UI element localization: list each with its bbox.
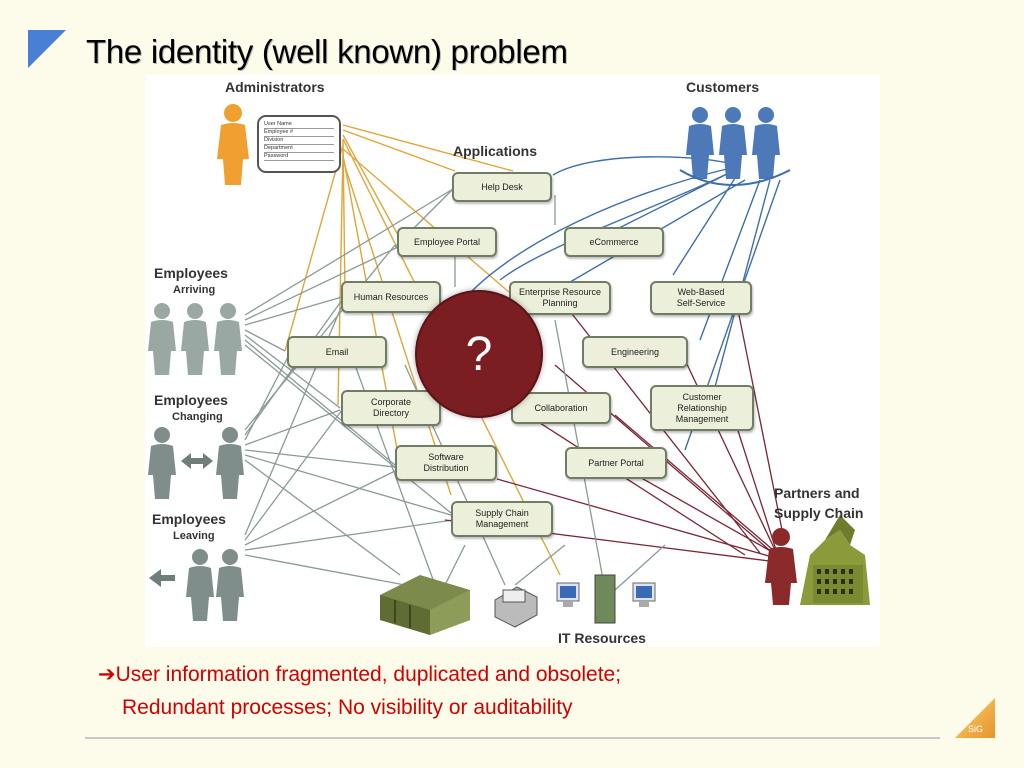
identity-diagram: Administrators Customers Applications Em…: [145, 75, 880, 647]
app-human-resources: Human Resources: [341, 281, 441, 313]
it-resources-label: IT Resources: [558, 630, 646, 646]
scm-line: Supply Chain: [475, 508, 529, 518]
arriving-sublabel: Arriving: [173, 284, 216, 296]
app-customer-relationship-management: Customer Relationship Management: [650, 385, 754, 431]
customer-figures-icon: [679, 107, 791, 187]
app-email: Email: [287, 336, 387, 368]
arrow-icon: ➔: [98, 663, 116, 686]
web-self-line: Web-Based: [677, 287, 725, 297]
erp-line: Enterprise Resource: [518, 287, 602, 297]
changing-sublabel: Changing: [172, 411, 223, 423]
scm-line: Management: [475, 519, 529, 529]
partner-figure-icon: [765, 528, 797, 605]
employees-changing-figures-icon: [148, 427, 244, 499]
administrator-figure-icon: [217, 104, 249, 185]
app-web-self-service: Web-Based Self-Service: [650, 281, 752, 315]
sig-logo-icon: [955, 698, 995, 738]
supply-chain-label: Supply Chain: [774, 505, 864, 521]
app-supply-chain-management: Supply Chain Management: [451, 501, 553, 537]
crm-line: Management: [675, 413, 729, 424]
summary-line-2: Redundant processes; No visibility or au…: [122, 696, 573, 719]
customers-label: Customers: [686, 79, 760, 95]
app-partner-portal: Partner Portal: [565, 447, 667, 479]
admin-card-field: Employee #: [264, 129, 334, 137]
connection-lines: [148, 104, 870, 635]
corp-dir-line: Directory: [372, 408, 409, 418]
admin-credentials-card: User Name Employee # Division Department…: [257, 115, 341, 173]
employees-arriving-label: Employees: [154, 265, 228, 281]
app-help-desk: Help Desk: [452, 172, 552, 202]
erp-line: Planning: [542, 298, 578, 308]
crm-line: Customer: [682, 391, 722, 402]
summary-line-1: ➔User information fragmented, duplicated…: [98, 663, 622, 686]
software-line: Software: [428, 452, 464, 462]
employee-connection-lines: [244, 188, 566, 586]
app-enterprise-resource-planning: Enterprise Resource Planning: [509, 281, 611, 315]
slide-title: The identity (well known) problem: [86, 33, 568, 70]
admin-card-field: Password: [264, 153, 334, 161]
employees-arriving-figures-icon: [148, 303, 242, 375]
applications-label: Applications: [453, 143, 538, 159]
admin-card-field: User Name: [264, 121, 334, 129]
app-software-distribution: Software Distribution: [395, 445, 497, 481]
app-employee-portal: Employee Portal: [397, 227, 497, 257]
leaving-sublabel: Leaving: [173, 530, 215, 542]
workstation-icon: [556, 574, 656, 624]
admin-card-field: Department: [264, 145, 334, 153]
employees-changing-label: Employees: [154, 392, 228, 408]
web-self-line: Self-Service: [676, 298, 726, 308]
corp-dir-line: Corporate: [370, 397, 412, 407]
employees-leaving-figures-icon: [149, 549, 244, 621]
app-ecommerce: eCommerce: [564, 227, 664, 257]
software-line: Distribution: [423, 463, 469, 473]
footer-divider: [85, 737, 940, 739]
printer-icon: [494, 586, 538, 628]
app-corporate-directory: Corporate Directory: [341, 390, 441, 426]
server-rack-icon: [380, 575, 470, 635]
employees-leaving-label: Employees: [152, 511, 226, 527]
app-engineering: Engineering: [582, 336, 688, 368]
logo-text: SiG: [968, 724, 984, 734]
identity-question-circle: ?: [415, 290, 543, 418]
admin-card-field: Division: [264, 137, 334, 145]
building-icon: [800, 515, 870, 605]
summary-note: ➔User information fragmented, duplicated…: [98, 658, 621, 724]
administrators-label: Administrators: [225, 79, 325, 95]
bullet-triangle-icon: [28, 30, 66, 68]
crm-line: Relationship: [677, 402, 727, 413]
partners-label: Partners and: [774, 485, 860, 501]
